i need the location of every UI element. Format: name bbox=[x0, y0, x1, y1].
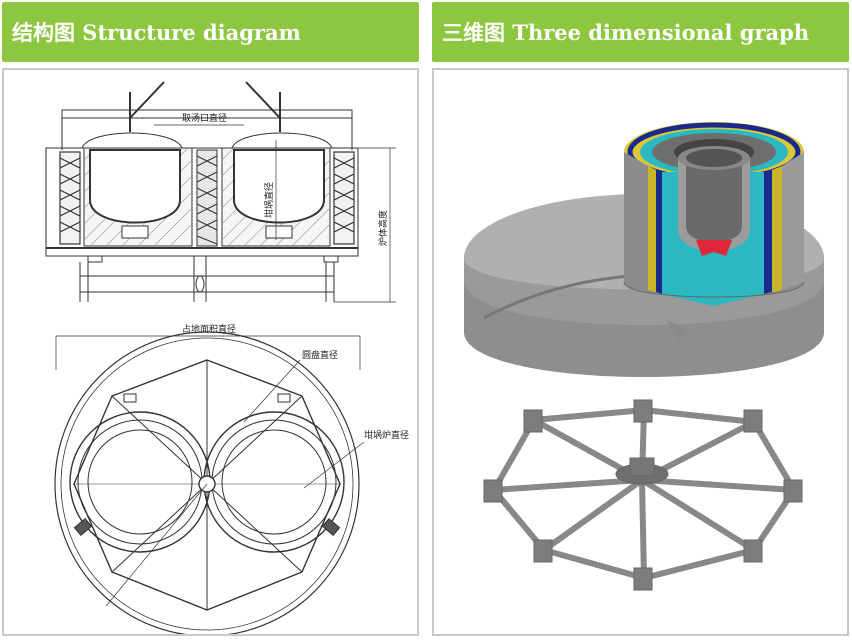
label-crucible-diameter: 坩埚直径 bbox=[263, 182, 275, 218]
right-crucible bbox=[233, 149, 325, 224]
label-footprint-diameter: 占地面积直径 bbox=[182, 323, 236, 335]
label-furnace-height: 炉体高度 bbox=[377, 210, 389, 246]
structure-drawing: 取汤口直径 坩埚直径 炉体高度 占地面积直径 圆盘直径 坩埚炉直径 bbox=[45, 81, 409, 634]
left-crucible bbox=[89, 149, 181, 224]
label-disk-diameter: 圆盘直径 bbox=[302, 349, 338, 361]
support-frame bbox=[483, 399, 803, 591]
three-dimensional-graph-header: 三维图 Three dimensional graph bbox=[432, 2, 849, 62]
three-dimensional-panel bbox=[432, 68, 849, 636]
right-lid bbox=[231, 132, 333, 149]
left-lid bbox=[81, 132, 183, 149]
structure-diagram-title: 结构图 Structure diagram bbox=[12, 20, 301, 45]
three-dimensional-rendering bbox=[464, 122, 824, 591]
label-crucible-furnace-diameter: 坩埚炉直径 bbox=[364, 429, 409, 441]
three-dimensional-graph-title: 三维图 Three dimensional graph bbox=[442, 20, 810, 45]
structure-diagram-panel: 取汤口直径 坩埚直径 炉体高度 占地面积直径 圆盘直径 坩埚炉直径 bbox=[2, 68, 419, 636]
label-outlet-diameter: 取汤口直径 bbox=[182, 112, 227, 124]
structure-diagram-header: 结构图 Structure diagram bbox=[2, 2, 419, 62]
left-furnace-circle bbox=[69, 411, 211, 553]
cutaway-furnace bbox=[623, 122, 805, 306]
hot-zone bbox=[696, 240, 732, 256]
right-furnace-circle bbox=[203, 411, 345, 553]
top-frame-beam bbox=[61, 109, 353, 119]
disk-outline bbox=[54, 331, 360, 634]
